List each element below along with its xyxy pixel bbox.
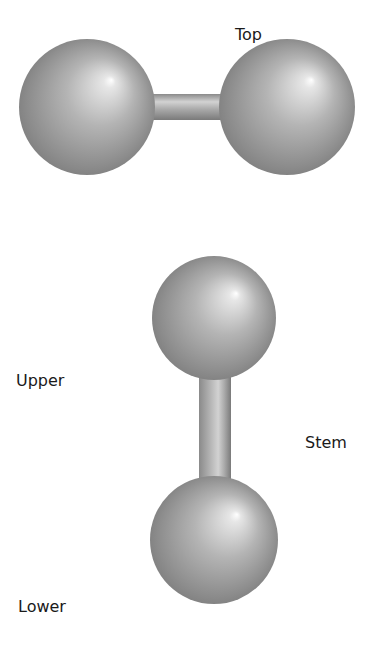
vertical-dumbbell [150,256,278,604]
part-label: Stem [305,433,347,452]
sphere [152,256,276,380]
part-label: Upper [16,371,64,390]
part-label: Lower [18,597,66,616]
sphere [219,39,355,175]
part-label: Top [235,25,262,44]
sphere [19,39,155,175]
sphere [150,476,278,604]
horizontal-dumbbell [19,39,355,175]
